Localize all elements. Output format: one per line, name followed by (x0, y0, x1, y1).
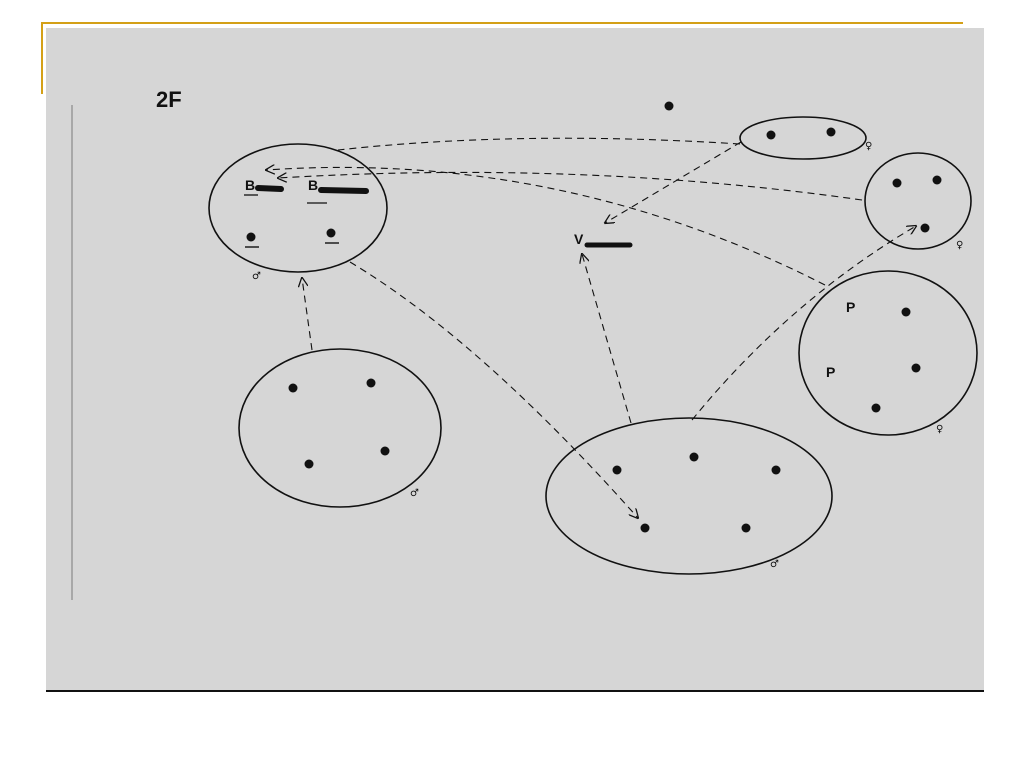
dashed-arrows (266, 137, 916, 518)
dot (380, 446, 390, 456)
dot-free (664, 101, 674, 111)
arrow-topsmall-to-male (337, 137, 741, 151)
label-p-lower: P (826, 364, 835, 380)
circle-right-upper (864, 152, 972, 250)
arrow-bottom-to-v (582, 254, 632, 424)
dot (326, 228, 336, 238)
label-p-upper: P (846, 299, 855, 315)
zygote-symbol: ♂ (770, 559, 779, 570)
label-b-long: B (308, 177, 318, 193)
dot (612, 465, 622, 475)
b-short-bar (255, 185, 284, 192)
arrow-rightupper-to-male (278, 171, 863, 201)
dot (288, 383, 298, 393)
figure-title: 2F (156, 87, 182, 112)
circle-lower-left (238, 348, 442, 508)
label-b-short: B (245, 177, 255, 193)
arrow-bottom-to-rightupper (691, 226, 916, 421)
dot (640, 523, 650, 533)
dot (366, 378, 376, 388)
female-symbol: ♀ (936, 424, 943, 435)
female-symbol: ♀ (956, 240, 963, 251)
dot (892, 178, 902, 188)
arrow-topsmall-to-v (605, 141, 742, 223)
dots-group (246, 101, 942, 533)
dot (766, 130, 776, 140)
dot (771, 465, 781, 475)
dot (826, 127, 836, 137)
dot (911, 363, 921, 373)
label-v: V (574, 231, 584, 247)
dot (741, 523, 751, 533)
circle-parent-male (208, 143, 388, 273)
dot (304, 459, 314, 469)
circle-bottom-large (545, 417, 833, 575)
dot (689, 452, 699, 462)
dot (932, 175, 942, 185)
dot (920, 223, 930, 233)
b-long-bar (318, 187, 369, 194)
male-symbol: ♂ (252, 271, 261, 282)
dot (246, 232, 256, 242)
arrow-rightlower-to-male (266, 167, 826, 286)
arrow-male-to-bottom (349, 261, 638, 518)
dot (871, 403, 881, 413)
slide-accent-frame (41, 22, 963, 94)
female-symbol: ♀ (865, 141, 872, 152)
circle-top-small (739, 116, 867, 160)
male-symbol: ♂ (410, 488, 419, 499)
scanned-figure-panel (46, 28, 984, 692)
arrow-lowerleft-to-male (302, 278, 313, 351)
dot (901, 307, 911, 317)
circle-right-lower (798, 270, 978, 436)
